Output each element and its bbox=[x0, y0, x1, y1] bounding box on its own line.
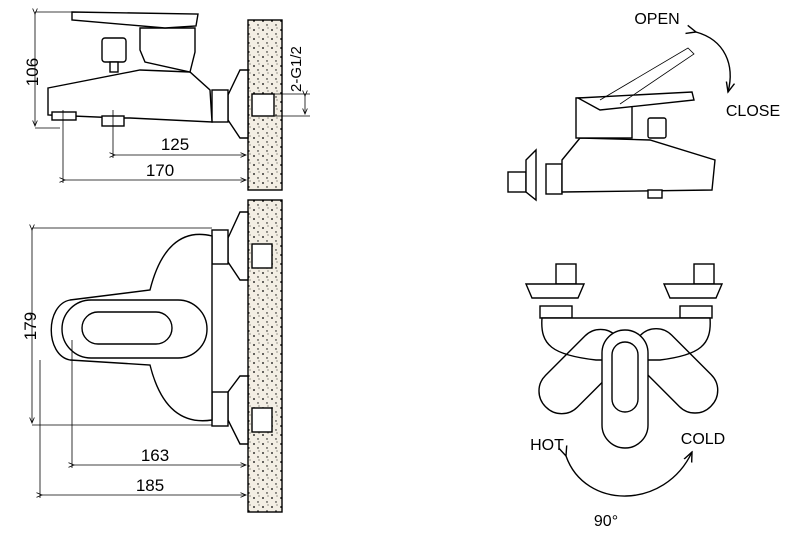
hex-nut bbox=[545, 163, 563, 195]
open-close-arrow bbox=[696, 32, 730, 92]
hex-nut bbox=[211, 89, 229, 123]
hex-nut-right bbox=[679, 305, 713, 319]
dim-inner-label: 163 bbox=[141, 446, 169, 465]
lever-operation-side-view: OPEN CLOSE bbox=[507, 11, 780, 202]
inlet-stub-left bbox=[555, 263, 577, 285]
dim-height-label: 106 bbox=[23, 58, 42, 86]
rotation-arrow bbox=[566, 452, 692, 497]
outlet bbox=[647, 189, 663, 199]
diverter-stem bbox=[109, 61, 119, 73]
lever-closed bbox=[575, 91, 695, 111]
hot-label: HOT bbox=[530, 437, 564, 454]
faucet-body bbox=[561, 137, 716, 193]
hex-nut bbox=[211, 229, 229, 265]
wall-fitting bbox=[251, 407, 273, 433]
wall-fitting bbox=[251, 243, 273, 269]
dim-width-label: 179 bbox=[21, 312, 40, 340]
dim-outer-label: 185 bbox=[136, 476, 164, 495]
cold-label: COLD bbox=[681, 431, 725, 448]
lever-slot bbox=[81, 311, 173, 345]
open-label: OPEN bbox=[634, 11, 679, 28]
angle-label: 90° bbox=[594, 513, 618, 530]
wall-flange bbox=[227, 211, 249, 281]
side-view: 106 125 170 2-G1/2 bbox=[23, 11, 310, 191]
diverter-knob bbox=[647, 117, 667, 139]
lever-housing bbox=[139, 27, 196, 73]
dim-thread-label: 2-G1/2 bbox=[288, 46, 305, 92]
hex-nut bbox=[211, 391, 229, 427]
dim-spout-inner-label: 125 bbox=[161, 135, 189, 154]
inlet-stub bbox=[507, 171, 527, 193]
spout-outlet bbox=[51, 111, 77, 121]
hex-nut-left bbox=[539, 305, 573, 319]
flange-left bbox=[524, 283, 586, 299]
close-label: CLOSE bbox=[726, 103, 780, 120]
lever-top bbox=[61, 299, 208, 359]
flange bbox=[525, 148, 537, 202]
lever-slot bbox=[611, 341, 639, 413]
lever-handle bbox=[71, 11, 199, 29]
dim-spout-outer-label: 170 bbox=[146, 161, 174, 180]
top-view: 179 163 185 bbox=[21, 199, 283, 513]
wall-flange bbox=[227, 375, 249, 445]
wall-flange bbox=[227, 69, 249, 139]
lever-center bbox=[601, 329, 649, 449]
lever-operation-front-view: HOT COLD 90° bbox=[524, 263, 725, 530]
wall-fitting bbox=[251, 93, 275, 117]
inlet-stub-right bbox=[693, 263, 715, 285]
diverter-knob bbox=[101, 37, 127, 63]
flange-right bbox=[662, 283, 724, 299]
